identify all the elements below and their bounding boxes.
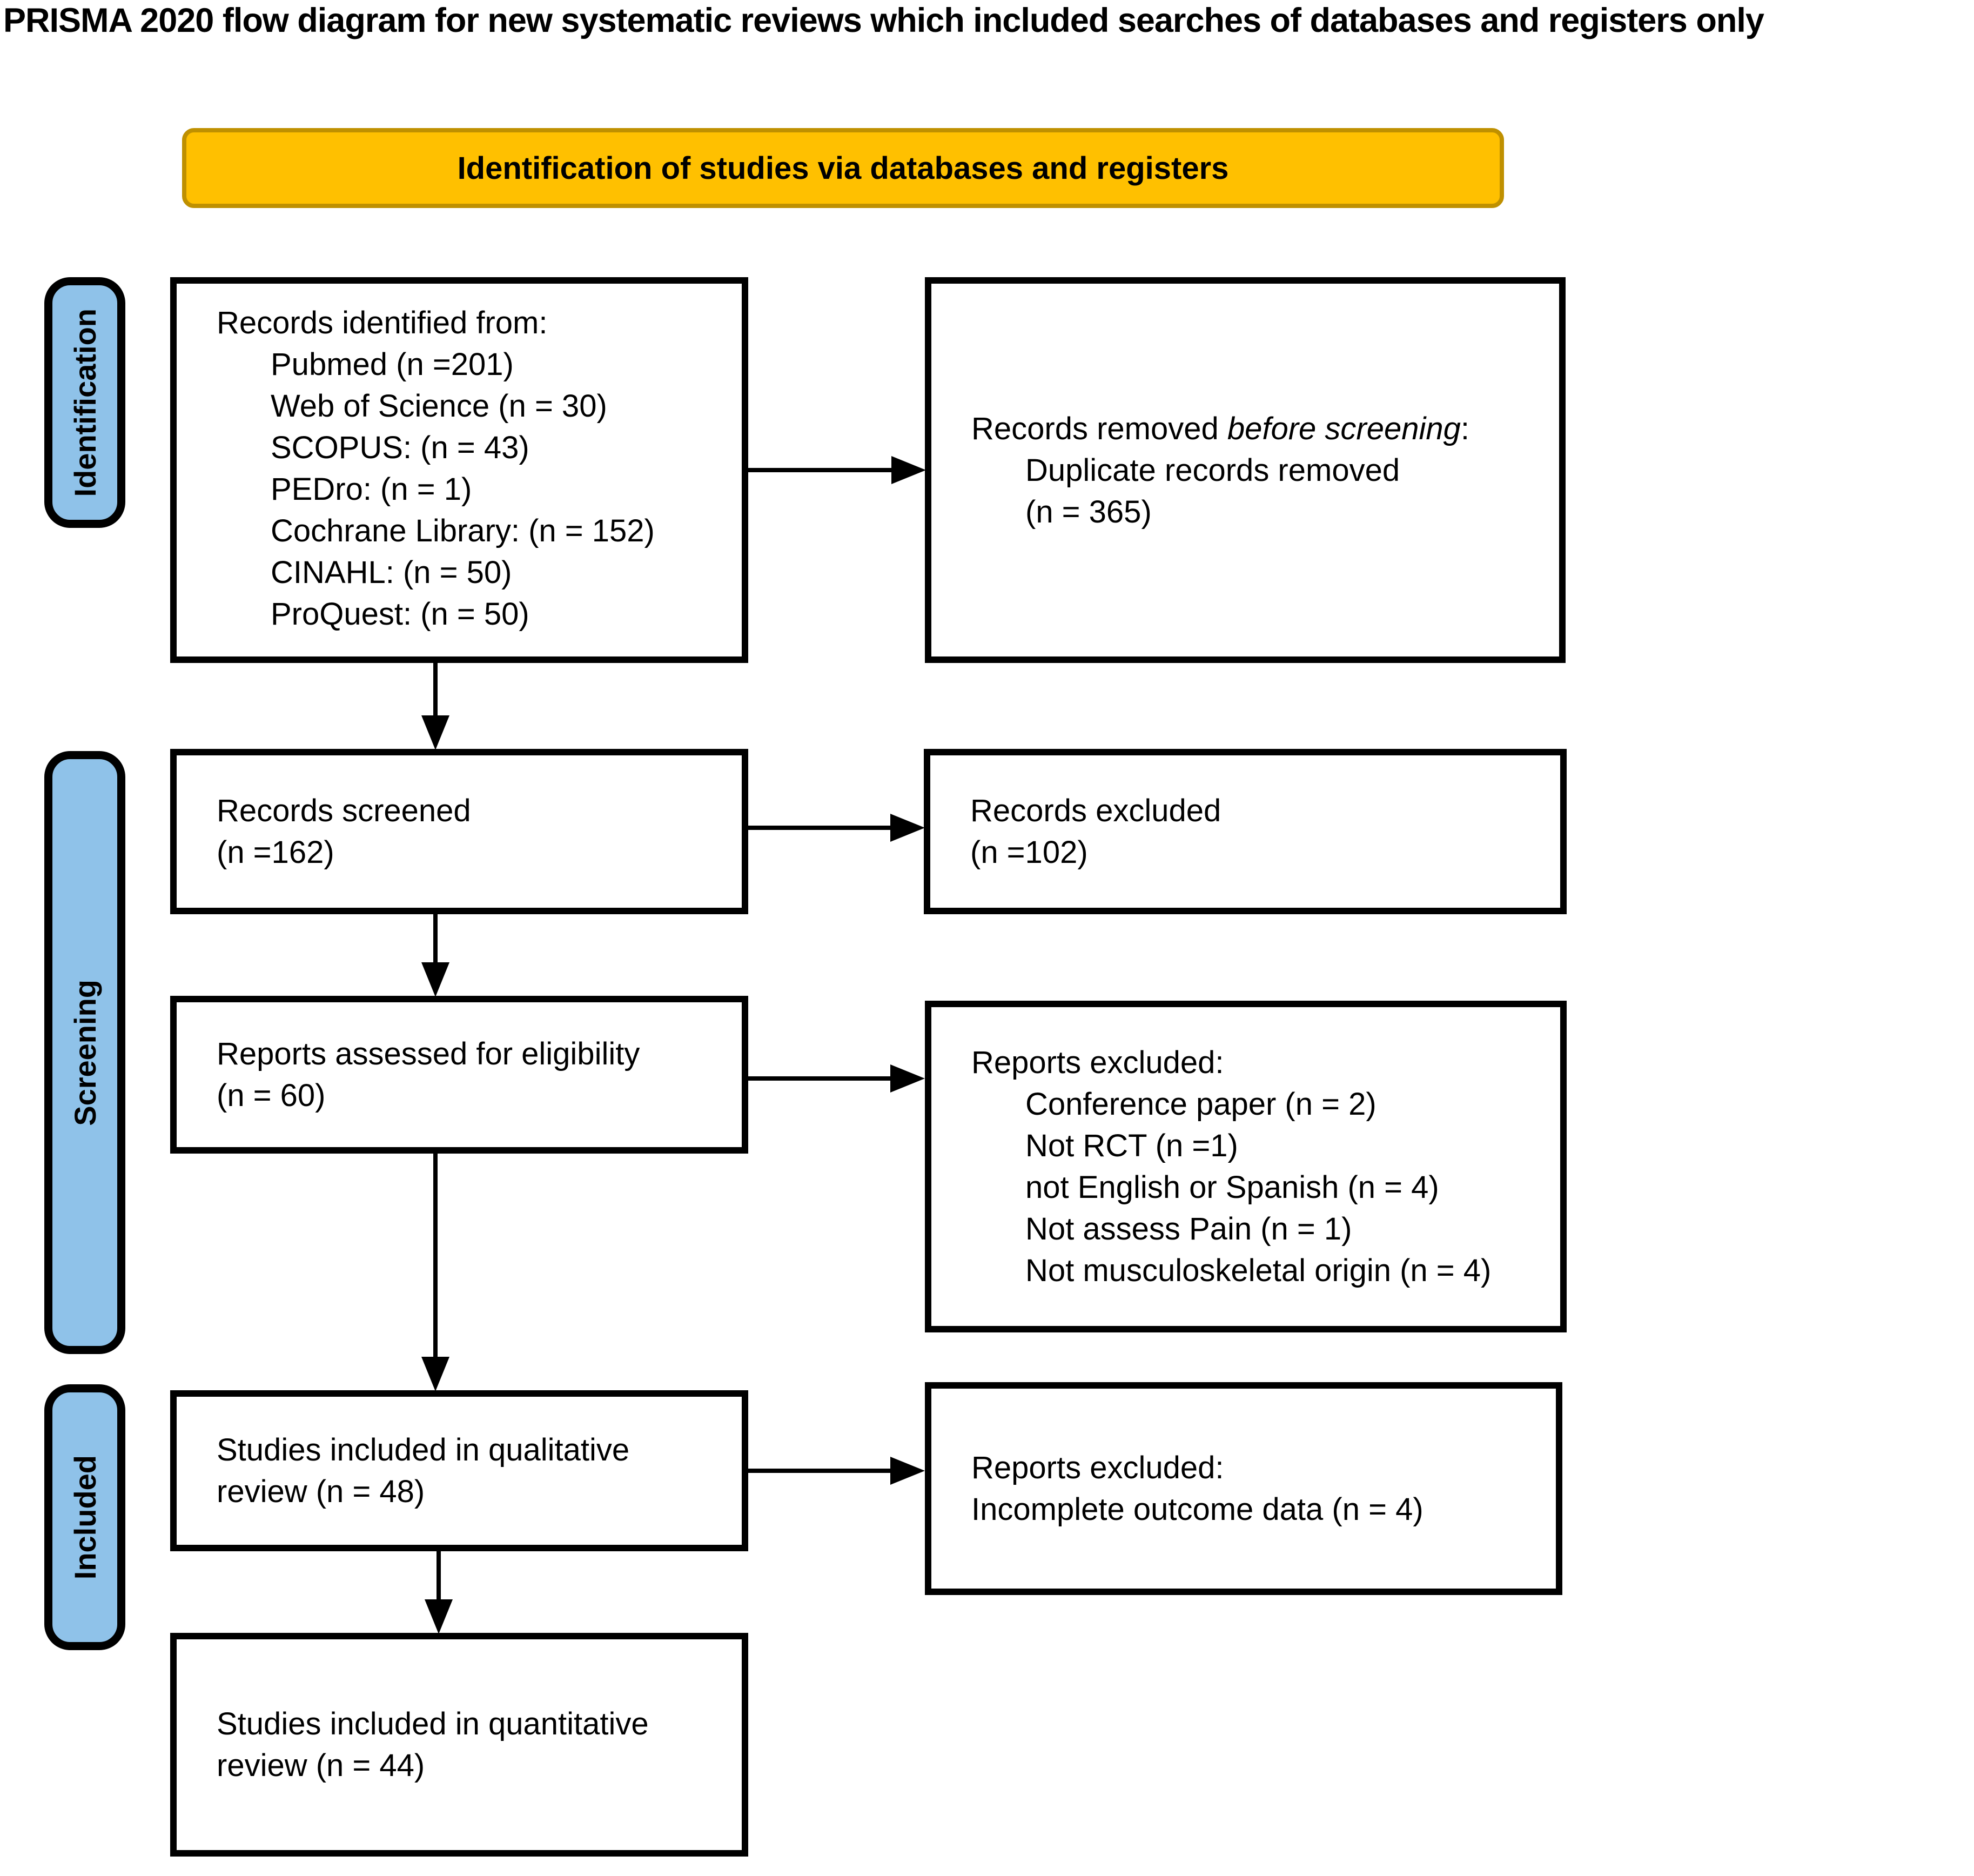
arrow-right-icon [890,1457,925,1485]
records-removed-count: (n = 365) [1025,494,1152,530]
reports-excluded-item: not English or Spanish (n = 4) [1025,1170,1439,1205]
page-title: PRISMA 2020 flow diagram for new systema… [3,2,1764,39]
records-identified-title: Records identified from: [217,305,548,340]
box-qualitative-included: Studies included in qualitative review (… [170,1390,748,1551]
records-identified-item: Web of Science (n = 30) [271,388,607,424]
reports-excluded-outcome-line: Incomplete outcome data (n = 4) [971,1492,1424,1527]
box-records-excluded: Records excluded (n =102) [924,749,1567,914]
reports-excluded-item: Not musculoskeletal origin (n = 4) [1025,1253,1492,1288]
quantitative-included-count: review (n = 44) [217,1748,425,1783]
arrow-right-icon [890,814,925,842]
arrow-line [748,1076,892,1081]
box-quantitative-included: Studies included in quantitative review … [170,1633,748,1857]
arrow-line [748,1469,892,1473]
quantitative-included-line: Studies included in quantitative [217,1706,649,1741]
reports-excluded-item: Not assess Pain (n = 1) [1025,1211,1352,1247]
arrow-line [433,663,438,718]
records-identified-item: ProQuest: (n = 50) [271,597,529,632]
records-excluded-line: Records excluded [970,793,1221,828]
arrow-line [433,1154,438,1359]
records-removed-item: Duplicate records removed [1025,452,1400,488]
arrow-down-icon [421,1357,449,1391]
arrow-down-icon [425,1599,453,1634]
identification-banner: Identification of studies via databases … [182,128,1504,208]
stage-label-screening-text: Screening [68,979,102,1126]
reports-assessed-count: (n = 60) [217,1078,326,1113]
reports-excluded-title: Reports excluded: [971,1045,1224,1080]
reports-excluded-item: Not RCT (n =1) [1025,1128,1238,1163]
box-records-identified: Records identified from: Pubmed (n =201)… [170,277,748,663]
records-removed-title: Records removed before screening: [971,408,1548,450]
records-screened-count: (n =162) [217,835,334,870]
records-excluded-count: (n =102) [970,835,1088,870]
arrow-line [437,1551,441,1601]
stage-label-screening: Screening [44,751,125,1354]
arrow-line [748,826,892,830]
records-screened-line: Records screened [217,793,471,828]
reports-excluded-outcome-title: Reports excluded: [971,1450,1224,1485]
records-removed-title-italic: before screening [1227,411,1461,446]
reports-excluded-item: Conference paper (n = 2) [1025,1087,1377,1122]
banner-label: Identification of studies via databases … [457,150,1229,186]
reports-assessed-line: Reports assessed for eligibility [217,1036,640,1071]
records-identified-item: PEDro: (n = 1) [271,472,472,507]
box-reports-excluded-outcome: Reports excluded: Incomplete outcome dat… [925,1382,1562,1595]
box-reports-assessed: Reports assessed for eligibility (n = 60… [170,996,748,1154]
stage-label-included-text: Included [68,1455,102,1580]
stage-label-identification-text: Identification [68,308,102,497]
arrow-down-icon [421,962,449,997]
records-identified-item: CINAHL: (n = 50) [271,555,512,590]
arrow-right-icon [891,456,926,484]
box-records-screened: Records screened (n =162) [170,749,748,914]
qualitative-included-count: review (n = 48) [217,1474,425,1509]
stage-label-included: Included [44,1384,125,1650]
arrow-line [748,468,893,472]
qualitative-included-line: Studies included in qualitative [217,1432,630,1468]
box-reports-excluded: Reports excluded: Conference paper (n = … [925,1001,1567,1332]
arrow-right-icon [890,1064,925,1093]
records-identified-item: Pubmed (n =201) [271,347,514,382]
records-identified-item: Cochrane Library: (n = 152) [271,513,655,548]
box-records-removed: Records removed before screening: Duplic… [925,277,1566,663]
records-removed-title-suffix: : [1460,411,1470,446]
stage-label-identification: Identification [44,277,125,528]
arrow-line [433,914,438,964]
records-removed-title-prefix: Records removed [971,411,1227,446]
arrow-down-icon [421,715,449,750]
records-identified-item: SCOPUS: (n = 43) [271,430,529,465]
